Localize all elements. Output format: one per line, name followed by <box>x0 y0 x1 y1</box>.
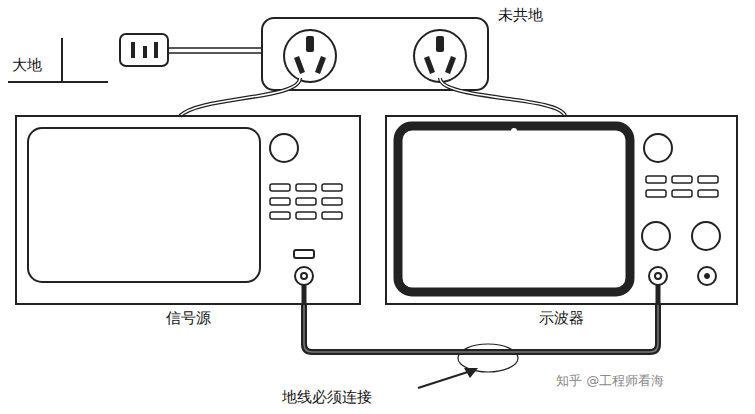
bnc-connector <box>301 273 307 279</box>
instrument-box: 示波器 <box>385 115 738 305</box>
screen <box>28 128 260 282</box>
knob <box>692 222 720 250</box>
home-bar <box>498 282 530 286</box>
screen-bezel <box>398 126 630 292</box>
instrument-box: 信号源 <box>15 115 361 305</box>
callout-arrow <box>418 370 474 388</box>
arrowhead <box>464 368 478 378</box>
cable-inner <box>304 305 658 352</box>
instrument-label: 信号源 <box>17 309 359 328</box>
instrument-label: 示波器 <box>387 309 736 328</box>
ground-post <box>61 38 63 82</box>
power-cord <box>180 78 300 116</box>
plug-pins <box>133 42 156 58</box>
callout-ellipse <box>458 344 518 372</box>
power-cord <box>440 78 565 116</box>
power-strip <box>262 18 488 90</box>
knob <box>642 222 670 250</box>
socket <box>414 30 466 82</box>
plug-cord <box>168 48 262 53</box>
plug <box>120 34 168 66</box>
bnc-connector <box>649 267 667 285</box>
bnc-connector <box>295 267 313 285</box>
note-label: 地线必须连接 <box>282 388 372 407</box>
camera <box>511 128 517 134</box>
power-cord <box>180 78 300 116</box>
socket <box>284 30 336 82</box>
knob <box>644 134 672 162</box>
cable-stub <box>304 285 658 305</box>
note-label: 大地 <box>12 56 42 75</box>
button <box>294 250 314 258</box>
note-label: 未共地 <box>498 6 543 25</box>
terminal <box>705 274 710 279</box>
terminal <box>698 267 716 285</box>
button-grid <box>646 176 718 197</box>
ground-line <box>8 81 108 83</box>
socket-holes <box>294 36 456 74</box>
power-cord <box>440 78 565 116</box>
button-grid <box>270 184 342 219</box>
ground-cable <box>304 305 658 352</box>
bnc-connector <box>655 273 661 279</box>
knob <box>270 134 298 162</box>
cable-outer <box>304 305 658 352</box>
watermark: 知乎 @工程师看海 <box>556 372 664 390</box>
